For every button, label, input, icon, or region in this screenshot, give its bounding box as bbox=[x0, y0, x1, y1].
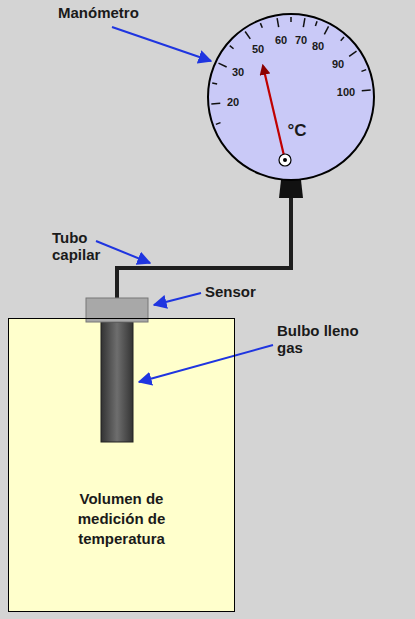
scale-tick bbox=[230, 46, 234, 49]
scale-number: 90 bbox=[332, 58, 344, 71]
leader-arrow bbox=[154, 293, 201, 305]
leader-arrow bbox=[112, 27, 211, 61]
part-label: Tubo capilar bbox=[52, 229, 116, 264]
scale-tick bbox=[303, 18, 305, 27]
needle-pivot bbox=[283, 158, 287, 162]
scale-tick bbox=[361, 70, 366, 72]
part-label: Sensor bbox=[205, 283, 256, 300]
measurement-volume: Volumen de medición de temperatura bbox=[8, 318, 235, 612]
scale-tick bbox=[245, 31, 250, 38]
scale-tick bbox=[216, 123, 221, 125]
capillary-tube bbox=[117, 181, 291, 318]
dial-circle bbox=[208, 14, 374, 180]
leader-arrow bbox=[139, 345, 273, 382]
scale-tick bbox=[277, 18, 279, 27]
leader-arrow bbox=[96, 241, 150, 263]
scale-number: 60 bbox=[275, 34, 287, 47]
scale-tick bbox=[218, 63, 226, 67]
scale-number: 80 bbox=[312, 40, 324, 53]
scale-tick bbox=[260, 23, 262, 28]
scale-tick bbox=[324, 26, 328, 34]
volume-label: Volumen de medición de temperatura bbox=[47, 489, 197, 549]
scale-number: 50 bbox=[252, 43, 264, 56]
scale-tick bbox=[341, 37, 344, 41]
volume-fill bbox=[8, 318, 235, 612]
unit-label: °C bbox=[287, 121, 306, 141]
scale-tick bbox=[362, 89, 371, 91]
scale-number: 100 bbox=[337, 86, 355, 99]
scale-number: 20 bbox=[227, 96, 239, 109]
dial-needle bbox=[263, 66, 285, 160]
scale-tick bbox=[315, 21, 317, 26]
scale-tick bbox=[212, 82, 217, 84]
scale-tick bbox=[211, 102, 220, 104]
part-label: Bulbo lleno gas bbox=[277, 322, 379, 357]
part-label: Manómetro bbox=[58, 4, 139, 21]
scale-number: 70 bbox=[295, 34, 307, 47]
scale-tick bbox=[290, 17, 292, 22]
gas-bulb bbox=[101, 322, 133, 442]
scale-tick bbox=[349, 51, 356, 56]
needle-pivot bbox=[279, 154, 291, 166]
gauge-stem bbox=[279, 180, 303, 198]
scale-number: 30 bbox=[232, 66, 244, 79]
